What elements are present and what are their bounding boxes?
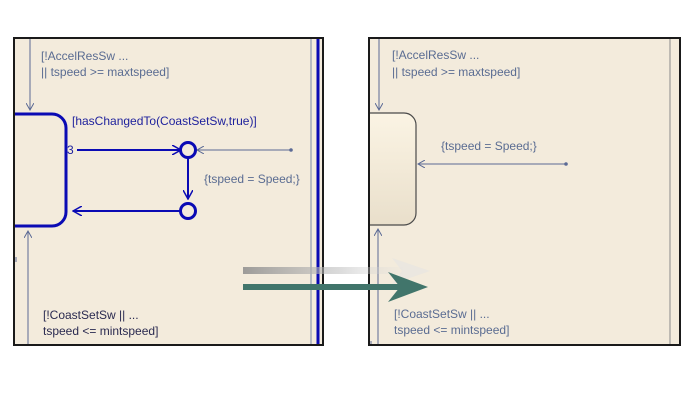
- bottom-condition-line1: [!CoastSetSw || ...: [43, 308, 139, 322]
- top-condition-line2: || tspeed >= maxtspeed]: [41, 65, 170, 79]
- transition-action-label: {tspeed = Speed;}: [441, 139, 537, 153]
- transform-arrow: [243, 272, 428, 302]
- junction-upper[interactable]: [179, 141, 197, 159]
- after-diagram-panel: [!AccelResSw ... || tspeed >= maxtspeed]…: [368, 37, 681, 346]
- bottom-condition-line2: tspeed <= mintspeed]: [394, 323, 510, 337]
- transition-condition-label: [hasChangedTo(CoastSetSw,true)]: [72, 114, 257, 128]
- state-block[interactable]: [370, 112, 417, 226]
- transition-action-label: {tspeed = Speed;}: [204, 172, 300, 186]
- after-diagram-canvas: [370, 39, 671, 344]
- junction-lower[interactable]: [179, 202, 197, 220]
- top-condition-line1: [!AccelResSw ...: [41, 49, 129, 63]
- state-block[interactable]: [15, 112, 68, 228]
- top-condition-line2: || tspeed >= maxtspeed]: [392, 65, 521, 79]
- top-condition-line1: [!AccelResSw ...: [392, 48, 480, 62]
- before-diagram-panel: [!AccelResSw ... || tspeed >= maxtspeed]…: [13, 37, 324, 346]
- before-diagram-canvas: [15, 39, 320, 344]
- transition-priority-label: 3: [67, 143, 74, 157]
- bottom-condition-line1: [!CoastSetSw || ...: [394, 307, 490, 321]
- bottom-condition-line2: tspeed <= mintspeed]: [43, 324, 159, 338]
